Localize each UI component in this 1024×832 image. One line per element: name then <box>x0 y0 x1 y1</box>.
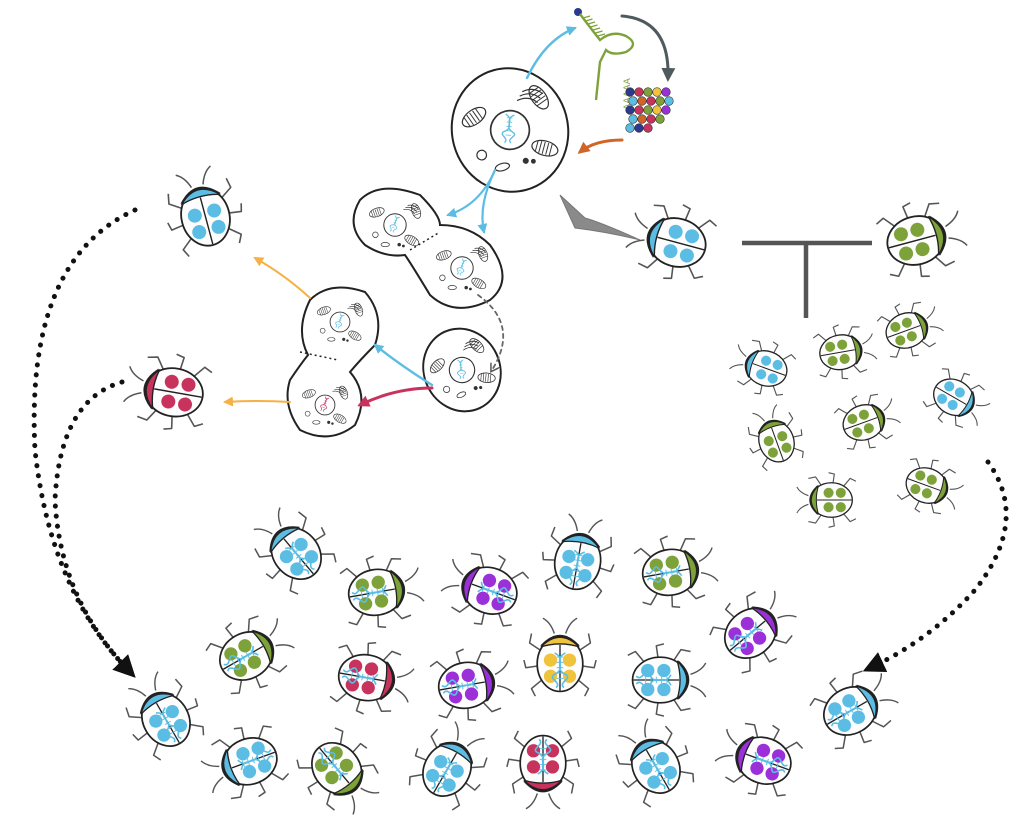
ladybug-icon-blue <box>729 339 797 396</box>
folded-protein-icon <box>625 87 674 133</box>
dna-helix-icon <box>341 667 379 686</box>
dna-helix-icon <box>729 621 763 652</box>
ladybug-icon-purple <box>429 648 515 721</box>
dna-helix-icon <box>441 677 479 696</box>
ladybug-icon-green <box>205 615 295 695</box>
dna-helix-icon <box>335 313 345 329</box>
translation-arrow <box>620 14 676 82</box>
ladybug-icon-blue <box>625 204 718 280</box>
arrows-layer <box>31 14 1009 678</box>
dna-helix-icon <box>551 652 569 689</box>
molecules-layer: AAAAA <box>574 8 674 133</box>
dotted-arrow-blue-to-population <box>31 207 138 678</box>
ladybug-icon-magenta <box>329 642 415 715</box>
mrna-hairpin-icon: AAAAA <box>574 8 635 110</box>
ladybug-icon-blue <box>542 513 615 599</box>
ladybug-icon-purple <box>709 590 797 674</box>
dna-helix-icon <box>477 581 514 604</box>
ladybug-icon-green <box>633 535 719 608</box>
dna-helix-icon <box>645 754 672 790</box>
dotted-arrow-cross-to-population <box>862 459 1009 673</box>
transcription-arrow <box>525 26 577 80</box>
genetic-cross-icon <box>742 240 872 318</box>
dna-helix-icon <box>751 751 788 774</box>
dna-helix-icon <box>237 748 274 771</box>
dna-helix-icon <box>223 645 259 672</box>
dna-helix-icon <box>318 747 349 781</box>
dividing-cell-lower <box>286 286 380 438</box>
mutation-arrow <box>357 386 434 407</box>
dna-helix-icon <box>431 757 458 793</box>
ladybug-icon-green <box>812 324 878 380</box>
beetles-layer <box>122 165 991 815</box>
ladybug-icon-magenta <box>122 353 213 430</box>
dividing-cell-upper <box>352 187 504 309</box>
ladybug-icon-blue <box>408 721 488 811</box>
dna-helix-icon <box>456 258 467 276</box>
blue-offspring-arrow <box>253 257 311 299</box>
dna-helix-icon <box>389 215 400 233</box>
ladybug-icon-green <box>896 458 964 515</box>
ladybug-icon-yellow <box>523 617 597 697</box>
dna-helix-icon <box>320 396 330 412</box>
ladybug-icon-purple <box>714 722 804 797</box>
ladybug-icon-blue <box>627 643 707 717</box>
dna-helix-icon <box>635 671 672 689</box>
ladybug-icon-purple <box>440 552 530 627</box>
dna-helix-icon <box>351 584 389 603</box>
dna-helix-icon <box>534 738 552 775</box>
ladybug-icon-blue <box>125 671 205 761</box>
eukaryotic-cell-icon <box>422 327 502 413</box>
dna-helix-icon <box>645 564 683 583</box>
ladybug-icon-blue <box>615 718 695 808</box>
dna-helix-icon <box>501 113 516 144</box>
dna-helix-icon <box>827 700 863 727</box>
ladybug-icon-green <box>296 727 380 815</box>
dashed-progression-arrow <box>477 294 505 370</box>
division-arrow-lower <box>373 343 434 387</box>
ladybug-icon-green <box>339 555 425 628</box>
ladybug-icon-green <box>875 202 968 278</box>
ladybug-icon-blue <box>253 507 337 595</box>
eukaryotic-cell-icon <box>450 67 570 193</box>
ladybug-icon-blue <box>922 368 991 429</box>
ladybug-icon-green <box>747 404 804 472</box>
ladybug-icon-blue <box>200 725 290 800</box>
division-arrow-right <box>477 168 497 234</box>
ladybug-icon-magenta <box>506 730 580 810</box>
ladybug-icon-blue <box>167 165 243 258</box>
dna-helix-icon <box>567 549 586 587</box>
dna-helix-icon <box>456 359 466 379</box>
parent-to-cell-arrow <box>559 194 641 241</box>
protein-return-arrow <box>577 138 624 154</box>
dotted-arrow-magenta-to-population <box>52 379 136 678</box>
dna-helix-icon <box>284 541 315 575</box>
ladybug-icon-green <box>833 393 901 450</box>
ladybug-icon-blue <box>809 670 899 750</box>
ladybug-icon-green <box>796 472 857 528</box>
dna-helix-icon <box>155 707 182 743</box>
magenta-offspring-arrow <box>223 396 291 407</box>
cell-division-layer <box>286 67 570 438</box>
ladybug-icon-green <box>876 301 944 358</box>
